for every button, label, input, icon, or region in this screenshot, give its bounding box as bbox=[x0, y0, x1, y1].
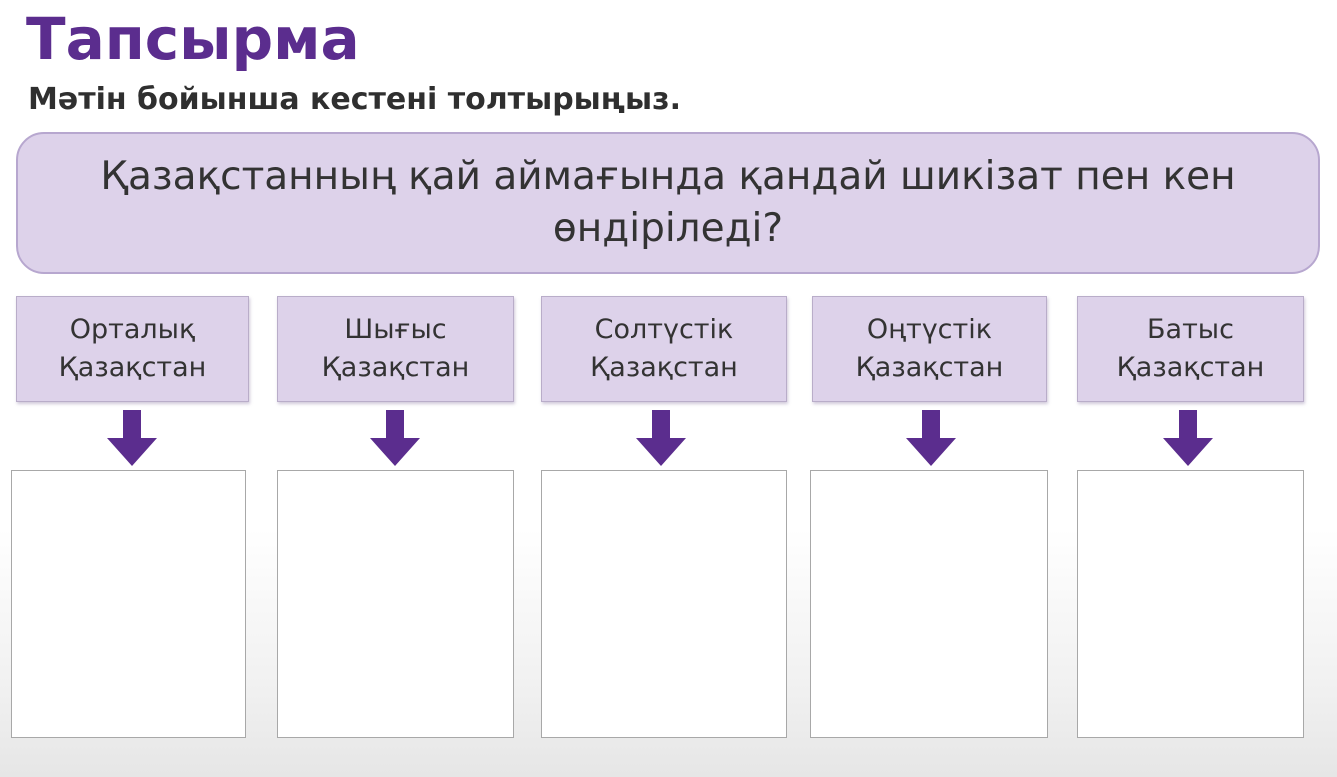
arrow-down-icon bbox=[107, 410, 157, 466]
region-label: Солтүстік Қазақстан bbox=[590, 314, 738, 383]
region-label: Шығыс Қазақстан bbox=[321, 314, 470, 383]
question-text: Қазақстанның қай аймағында қандай шикіза… bbox=[100, 154, 1236, 251]
answer-box-east[interactable] bbox=[277, 470, 514, 738]
arrow-down-icon bbox=[906, 410, 956, 466]
region-label: Орталық Қазақстан bbox=[58, 314, 207, 383]
answer-box-central[interactable] bbox=[11, 470, 246, 738]
region-west: Батыс Қазақстан bbox=[1077, 296, 1304, 402]
region-label: Батыс Қазақстан bbox=[1116, 314, 1265, 383]
answer-box-west[interactable] bbox=[1077, 470, 1304, 738]
arrow-down-icon bbox=[1163, 410, 1213, 466]
slide-title: Тапсырма bbox=[26, 5, 360, 73]
region-east: Шығыс Қазақстан bbox=[277, 296, 514, 402]
question-banner: Қазақстанның қай аймағында қандай шикіза… bbox=[16, 132, 1320, 274]
instruction-text: Мәтін бойынша кестені толтырыңыз. bbox=[28, 82, 681, 117]
region-north: Солтүстік Қазақстан bbox=[541, 296, 787, 402]
arrow-down-icon bbox=[636, 410, 686, 466]
region-label: Оңтүстік Қазақстан bbox=[855, 314, 1004, 383]
region-central: Орталық Қазақстан bbox=[16, 296, 249, 402]
region-south: Оңтүстік Қазақстан bbox=[812, 296, 1047, 402]
answer-box-north[interactable] bbox=[541, 470, 787, 738]
arrow-down-icon bbox=[370, 410, 420, 466]
answer-box-south[interactable] bbox=[810, 470, 1048, 738]
